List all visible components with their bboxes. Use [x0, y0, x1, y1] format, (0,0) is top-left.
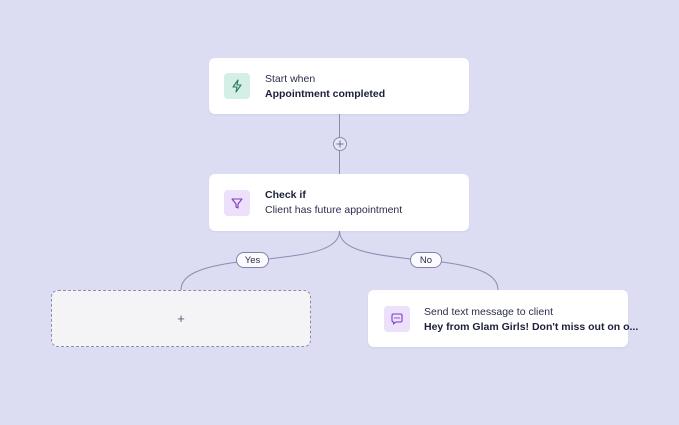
- condition-card[interactable]: Check if Client has future appointment: [209, 174, 469, 231]
- add-action-slot[interactable]: +: [51, 290, 311, 347]
- no-branch-label[interactable]: No: [410, 252, 442, 268]
- message-bubble-icon: [384, 306, 410, 332]
- action-card[interactable]: Send text message to client Hey from Gla…: [368, 290, 638, 347]
- trigger-label: Start when: [265, 73, 316, 85]
- condition-label: Check if: [265, 189, 306, 201]
- action-label: Send text message to client: [424, 306, 553, 318]
- action-value: Hey from Glam Girls! Don't miss out on o…: [424, 321, 639, 333]
- plus-icon: +: [177, 311, 185, 326]
- trigger-value: Appointment completed: [265, 88, 386, 100]
- lightning-icon: [224, 73, 250, 99]
- trigger-card[interactable]: Start when Appointment completed: [209, 58, 469, 114]
- add-step-button[interactable]: [332, 137, 347, 151]
- yes-branch-label[interactable]: Yes: [236, 252, 269, 268]
- condition-value: Client has future appointment: [265, 204, 403, 216]
- funnel-icon: [224, 190, 250, 216]
- plus-icon: [336, 140, 343, 148]
